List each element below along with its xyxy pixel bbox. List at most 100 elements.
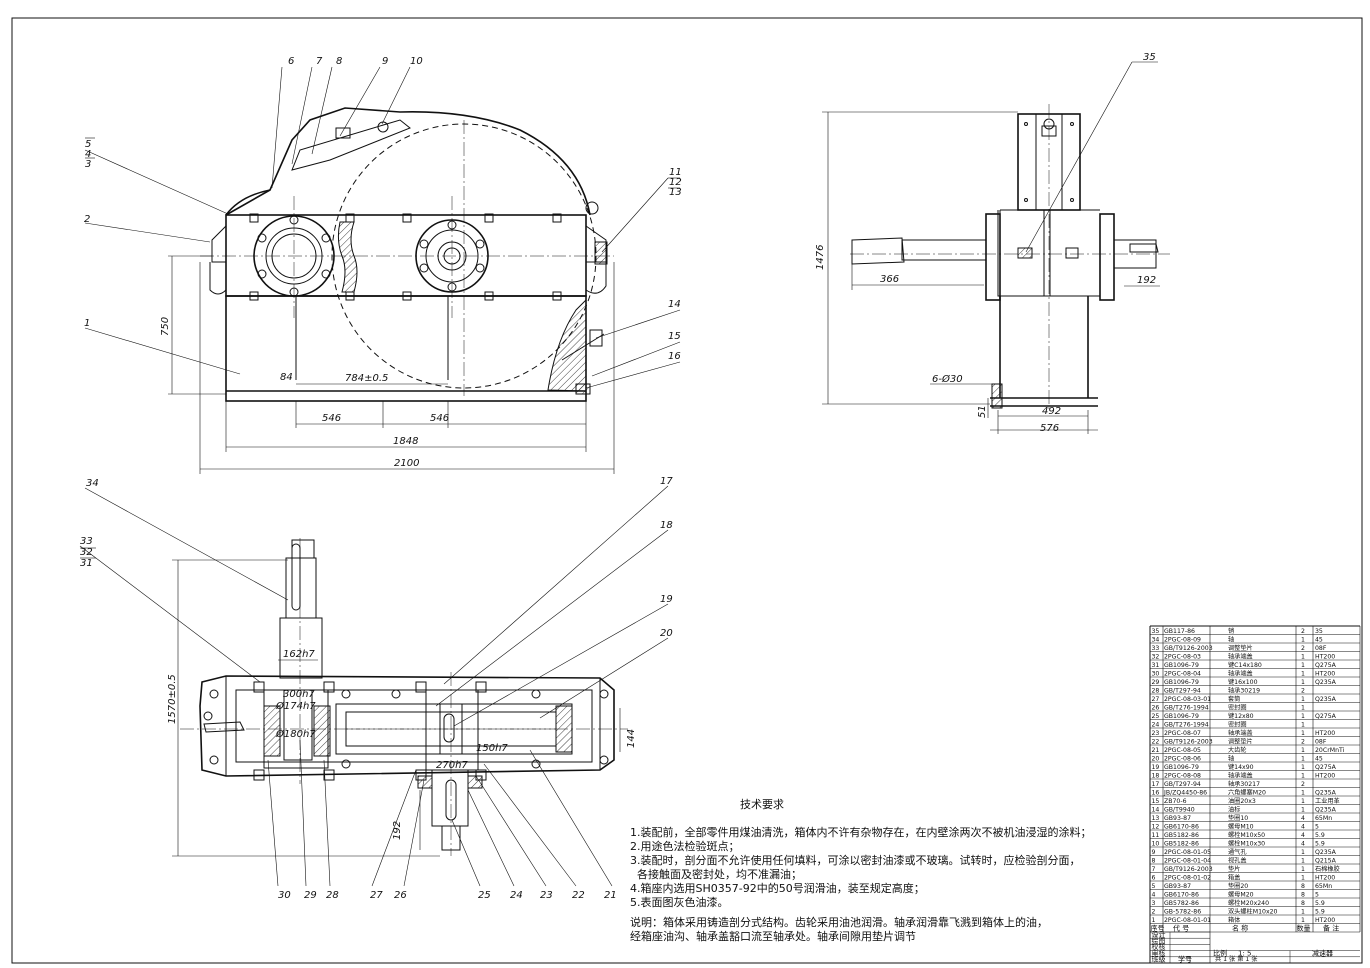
bom-header-no: 序号 (1151, 924, 1165, 933)
note-line-1: 说明：箱体采用铸造剖分式结构。齿轮采用油池润滑。轴承润滑靠飞溅到箱体上的油， (630, 915, 1048, 929)
bom-row-material: 5.9 (1315, 841, 1325, 848)
bom-row-name: 螺栓M10x50 (1228, 831, 1265, 839)
bom-row-no: 6 (1152, 875, 1156, 882)
bom-row-name: 键14x90 (1228, 763, 1254, 771)
label-part-15: 15 (668, 331, 681, 342)
bom-row-material: HT200 (1315, 671, 1335, 678)
bom-row-no: 8 (1152, 858, 1156, 865)
bom-row-material: Q235A (1315, 696, 1337, 703)
bom-row-no: 1 (1152, 917, 1156, 924)
bom-row-material: 5.9 (1315, 832, 1325, 839)
label-part-24: 24 (510, 890, 523, 901)
bom-row-qty: 1 (1301, 713, 1305, 720)
bom-row-material: 5 (1315, 824, 1319, 831)
bom-row-code: GB/T297-94 (1164, 688, 1201, 695)
label-part-13: 13 (669, 187, 682, 198)
dim-1570: 1570±0.5 (167, 674, 178, 724)
label-part-34: 34 (86, 478, 99, 489)
label-part-6: 6 (288, 56, 294, 67)
title-block-part-name: 减速器 (1312, 948, 1333, 957)
bom-row-no: 10 (1152, 841, 1160, 848)
title-block-label: 校核 (1152, 942, 1166, 951)
bom-row-code: GB1096-79 (1164, 662, 1199, 669)
bom-row-qty: 1 (1301, 679, 1305, 686)
dim-1848: 1848 (393, 436, 418, 447)
tech-line-5: 4.箱座内选用SH0357-92中的50号润滑油，装至规定高度； (630, 881, 925, 895)
bom-row-qty: 4 (1301, 841, 1305, 848)
bom-row-qty: 2 (1301, 628, 1305, 635)
bom-row-name: 调整垫片 (1228, 644, 1253, 652)
bom-row-material: HT200 (1315, 654, 1335, 661)
bom-row-material: Q235A (1315, 849, 1337, 856)
title-block-scale-label: 比例 (1213, 948, 1227, 957)
bom-row-name: 轴承端盖 (1228, 670, 1253, 678)
label-part-11: 11 (669, 167, 682, 178)
bom-row-material: Q215A (1315, 858, 1337, 865)
dim-1476: 1476 (815, 245, 826, 270)
bom-row-code: 2PGC-08-07 (1164, 730, 1201, 737)
dim-2100: 2100 (394, 458, 419, 469)
bom-row-qty: 1 (1301, 637, 1305, 644)
bom-row-qty: 1 (1301, 858, 1305, 865)
bom-row-qty: 1 (1301, 875, 1305, 882)
bom-row-qty: 1 (1301, 671, 1305, 678)
bom-row-name: 键C14x180 (1228, 661, 1262, 669)
bom-row-material: Q235A (1315, 790, 1337, 797)
bom-header-code: 代 号 (1173, 924, 1189, 933)
dim-84: 84 (280, 372, 293, 383)
bom-row-qty: 8 (1301, 900, 1305, 907)
label-part-33: 33 (80, 536, 93, 547)
bom-row-no: 30 (1152, 671, 1160, 678)
bom-row-material: 45 (1315, 756, 1323, 763)
label-part-27: 27 (370, 890, 383, 901)
label-part-21: 21 (604, 890, 617, 901)
label-part-35: 35 (1143, 52, 1156, 63)
bom-row-no: 33 (1152, 645, 1160, 652)
bom-row-no: 18 (1152, 773, 1160, 780)
dim-6x30: 6-Ø30 (932, 373, 963, 385)
bom-row-material: 45 (1315, 637, 1323, 644)
bom-row-no: 21 (1152, 747, 1160, 754)
sheet-border (11, 17, 1363, 964)
bom-row-material: 20CrMnTi (1315, 747, 1345, 754)
label-part-19: 19 (660, 594, 673, 605)
dim-192-top: 192 (392, 821, 403, 840)
label-part-3: 3 (85, 159, 91, 170)
bom-row-material: Q235A (1315, 679, 1337, 686)
bom-row-code: 2PGC-08-01-05 (1164, 849, 1211, 856)
bom-row-name: 轴 (1228, 636, 1234, 644)
label-part-8: 8 (336, 56, 342, 67)
dim-162h7: 162h7 (283, 649, 315, 660)
bom-row-name: 垫圈10 (1228, 814, 1248, 822)
dim-546-right: 546 (430, 413, 449, 424)
label-part-7: 7 (316, 56, 323, 67)
bom-row-code: GB5182-86 (1164, 832, 1199, 839)
bom-row-code: GB/T276-1994 (1164, 705, 1209, 712)
bom-row-qty: 1 (1301, 747, 1305, 754)
bom-row-name: 双头螺柱M10x20 (1228, 908, 1278, 916)
bom-row-qty: 4 (1301, 832, 1305, 839)
bom-row-material: HT200 (1315, 917, 1335, 924)
label-part-22: 22 (572, 890, 585, 901)
bom-row-name: 垫圈20 (1228, 882, 1248, 890)
bom-row-material: HT200 (1315, 773, 1335, 780)
bom-row-no: 35 (1152, 628, 1160, 635)
bom-row-no: 4 (1152, 892, 1156, 899)
bom-row-code: GB117-86 (1164, 628, 1195, 635)
bom-header-qty: 数量 (1297, 924, 1311, 933)
bom-row-code: 2PGC-08-08 (1164, 773, 1201, 780)
bom-row-material: 65Mn (1315, 883, 1332, 890)
label-part-14: 14 (668, 299, 681, 310)
label-part-32: 32 (80, 547, 93, 558)
bom-row-qty: 2 (1301, 739, 1305, 746)
bom-row-name: 油标 (1228, 806, 1240, 814)
bom-row-name: 油圈20x3 (1228, 797, 1256, 805)
bom-row-material: Q275A (1315, 713, 1337, 720)
bom-row-name: 螺栓M10x30 (1228, 840, 1265, 848)
bom-row-qty: 4 (1301, 815, 1305, 822)
bom-row-material: Q235A (1315, 807, 1337, 814)
bom-row-no: 29 (1152, 679, 1160, 686)
bom-row-code: 2PGC-08-01-01 (1164, 917, 1211, 924)
bom-row-name: 六角螺塞M20 (1228, 789, 1266, 797)
